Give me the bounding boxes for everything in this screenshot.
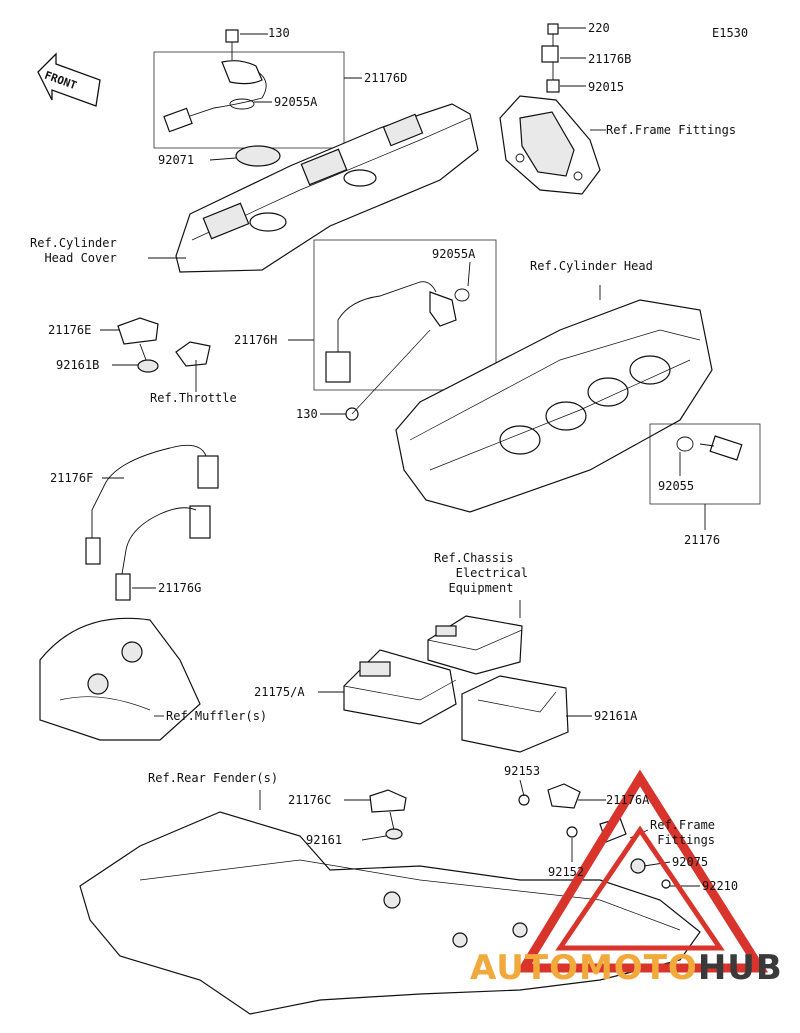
part-label-92161: 92161 (306, 833, 343, 847)
sensor-21176B-group (541, 23, 560, 93)
ecu-21175A (343, 649, 457, 725)
part-label-92071: 92071 (158, 153, 195, 167)
part-label-92015: 92015 (588, 80, 625, 94)
part-label-21176D: 21176D (364, 71, 408, 85)
washer-92210 (661, 879, 671, 889)
part-label-21176A: 21176A (606, 793, 650, 807)
part-label-92055A-mid: 92055A (432, 247, 476, 261)
part-label-130-mid: 130 (296, 407, 318, 421)
o-ring-92055A-top (229, 98, 255, 110)
watermark-logo: AUTOMOTOHUB (470, 948, 783, 988)
part-label-220: 220 (588, 21, 610, 35)
part-label-21176H: 21176H (234, 333, 278, 347)
sensor-21176E (117, 317, 159, 373)
sensor-21176C (369, 789, 407, 840)
diagram-code: E1530 (712, 26, 749, 40)
part-label-92152: 92152 (548, 865, 585, 879)
part-label-92153: 92153 (504, 764, 541, 778)
part-label-92055: 92055 (658, 479, 695, 493)
sensor-21176H (325, 281, 457, 383)
ref-rear-fender: Ref.Rear Fender(s) (148, 771, 279, 785)
part-label-92161B: 92161B (56, 358, 100, 372)
bolt-92153 (518, 794, 530, 806)
watermark-triangle (515, 769, 769, 973)
leader-lines (100, 27, 706, 887)
cylinder-head-cover (175, 103, 479, 273)
part-label-21176E: 21176E (48, 323, 92, 337)
ref-frame-fittings-top: Ref.Frame Fittings (606, 123, 737, 137)
part-label-92210: 92210 (702, 879, 739, 893)
part-label-92055A-top: 92055A (274, 95, 318, 109)
part-label-92161A: 92161A (594, 709, 638, 723)
ref-muffler: Ref.Muffler(s) (166, 709, 268, 723)
part-label-21176: 21176 (684, 533, 721, 547)
ref-throttle: Ref.Throttle (150, 391, 237, 405)
part-label-92075: 92075 (672, 855, 709, 869)
ref-cylinder-head-cover: Ref.Cylinder Head Cover (30, 236, 117, 265)
part-label-21176G: 21176G (158, 581, 202, 595)
grommet-92075 (630, 858, 646, 874)
part-label-21176B: 21176B (588, 52, 632, 66)
o-ring-92055 (676, 436, 694, 452)
muffler (39, 617, 201, 741)
sensor-21176G (115, 505, 211, 601)
part-label-21176C: 21176C (288, 793, 332, 807)
frame-fitting-bracket (499, 95, 601, 195)
o-ring-92055A-mid (454, 288, 470, 302)
sensor-21176F (85, 444, 219, 565)
part-label-130-top: 130 (268, 26, 290, 40)
bushing-92152 (566, 826, 578, 838)
grommet-92071 (235, 145, 281, 167)
sensor-21176H-box (313, 239, 497, 391)
ref-frame-fittings-bottom: Ref.Frame Fittings (650, 818, 716, 847)
part-label-21175A: 21175/A (254, 685, 305, 699)
part-label-21176F: 21176F (50, 471, 94, 485)
ref-chassis-electrical: Ref.Chassis Electrical Equipment (434, 551, 528, 595)
ref-cylinder-head: Ref.Cylinder Head (530, 259, 653, 273)
ecu-module-upper (427, 615, 523, 675)
ecu-cover-92161A (461, 675, 569, 753)
watermark-text-b: HUB (697, 948, 783, 988)
sensor-21176 (699, 435, 743, 461)
watermark-text-a: AUTOMOTO (470, 948, 698, 988)
cylinder-head (395, 299, 713, 513)
sensor-21176D-group (153, 29, 345, 149)
throttle-body-part (175, 341, 211, 367)
front-arrow-icon (37, 52, 101, 107)
